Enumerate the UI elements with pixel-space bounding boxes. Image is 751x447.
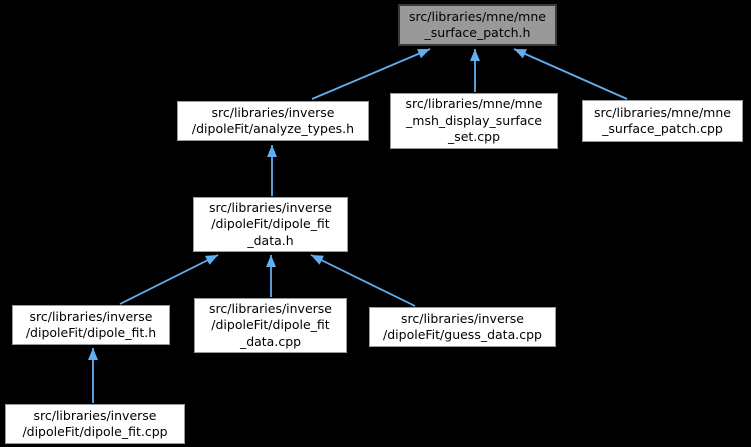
node-label-line: _data.cpp xyxy=(239,333,302,349)
node-label-line: /dipoleFit/dipole_fit.cpp xyxy=(22,424,168,439)
graph-node-dipole-fit-data-cpp[interactable]: src/libraries/inverse /dipoleFit/dipole_… xyxy=(194,298,347,353)
graph-node-guess-data-cpp[interactable]: src/libraries/inverse /dipoleFit/guess_d… xyxy=(369,307,556,347)
graph-node-dipole-fit-cpp[interactable]: src/libraries/inverse /dipoleFit/dipole_… xyxy=(5,404,185,444)
node-label-line: src/libraries/mne/mne xyxy=(409,8,546,24)
node-label-line: /dipoleFit/analyze_types.h xyxy=(191,121,355,136)
graph-node-mne-surface-patch-cpp[interactable]: src/libraries/mne/mne _surface_patch.cpp xyxy=(582,100,743,142)
graph-node-analyze-types-h[interactable]: src/libraries/inverse /dipoleFit/analyze… xyxy=(177,101,369,141)
node-label-line: /dipoleFit/dipole_fit xyxy=(211,216,330,232)
edge-dipole-fit-h-to-dipole-fit-data-h xyxy=(119,254,219,305)
graph-node-mne-msh-display-surface-set-cpp[interactable]: src/libraries/mne/mne _msh_display_surfa… xyxy=(390,93,558,149)
edge-analyze-types-to-mne-surface-patch xyxy=(311,48,431,100)
node-label-line: /dipoleFit/dipole_fit xyxy=(211,317,330,333)
graph-node-dipole-fit-data-h[interactable]: src/libraries/inverse /dipoleFit/dipole_… xyxy=(193,197,348,252)
edge-mne-surface-patch-cpp-to-mne-surface-patch xyxy=(513,48,628,100)
graph-node-dipole-fit-h[interactable]: src/libraries/inverse /dipoleFit/dipole_… xyxy=(12,305,170,345)
node-label-line: _msh_display_surface xyxy=(406,112,542,128)
node-label-line: src/libraries/inverse xyxy=(33,407,157,423)
node-label-line: src/libraries/mne/mne xyxy=(594,104,731,120)
node-label-line: src/libraries/inverse xyxy=(209,199,332,215)
node-label-line: /dipoleFit/guess_data.cpp xyxy=(383,327,542,342)
node-label-line: _surface_patch.h xyxy=(424,25,531,40)
node-label-line: src/libraries/inverse xyxy=(29,308,153,324)
node-label-line: src/libraries/inverse xyxy=(209,300,332,316)
node-label-line: /dipoleFit/dipole_fit.h xyxy=(25,325,157,340)
node-label-line: _surface_patch.cpp xyxy=(602,121,723,136)
node-label-line: _set.cpp xyxy=(447,129,501,145)
node-label-line: src/libraries/mne/mne xyxy=(405,96,543,112)
graph-node-mne-surface-patch-h[interactable]: src/libraries/mne/mne _surface_patch.h xyxy=(398,4,557,46)
node-label-line: src/libraries/inverse xyxy=(401,310,524,326)
node-label-line: src/libraries/inverse xyxy=(211,104,335,120)
node-label-line: _data.h xyxy=(247,232,294,248)
